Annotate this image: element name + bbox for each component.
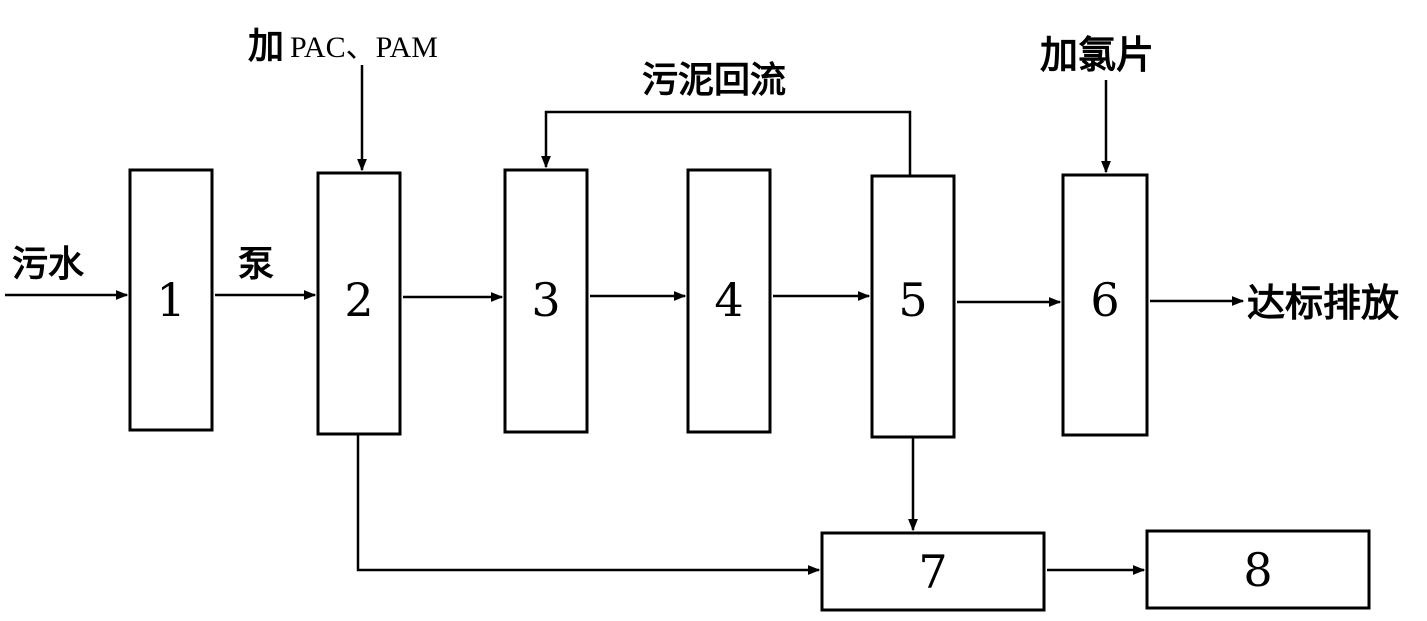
- unit-5: 5: [870, 174, 956, 439]
- arrow-2-to-7: [356, 434, 821, 575]
- unit-4: 4: [686, 168, 772, 434]
- sludge-return-arrow: [541, 110, 912, 176]
- unit-5-label: 5: [898, 273, 927, 327]
- unit-2-label: 2: [344, 273, 373, 327]
- unit-6: 6: [1061, 173, 1149, 437]
- unit-7-label: 7: [918, 545, 947, 599]
- unit-3-label: 3: [531, 273, 560, 327]
- unit-8-label: 8: [1243, 543, 1272, 597]
- sludge-return-label: 污泥回流: [642, 60, 786, 101]
- unit-1-label: 1: [156, 273, 185, 327]
- inlet-label: 污水: [12, 244, 85, 285]
- unit-8: 8: [1145, 529, 1371, 610]
- unit-2: 2: [316, 171, 402, 436]
- unit-1: 1: [128, 168, 214, 432]
- unit-6-label: 6: [1090, 273, 1119, 327]
- unit-3: 3: [503, 168, 589, 434]
- pump-label: 泵: [238, 244, 274, 285]
- unit-7: 7: [820, 531, 1046, 612]
- discharge-label: 达标排放: [1247, 281, 1399, 325]
- dosing-chemicals-label: PAC、PAM: [290, 31, 438, 64]
- chlorine-label: 加氯片: [1040, 33, 1154, 77]
- unit-4-label: 4: [714, 273, 743, 327]
- dosing-prefix-label: 加: [248, 26, 284, 67]
